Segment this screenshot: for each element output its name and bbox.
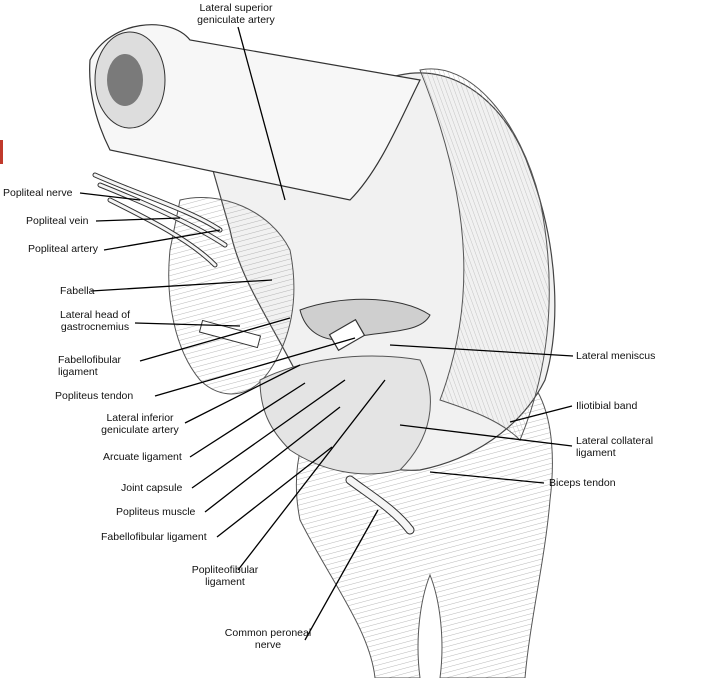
label-line-2: ligament bbox=[576, 447, 616, 459]
label-popliteal-nerve: Popliteal nerve bbox=[3, 187, 73, 199]
label-lateral-head-gastrocnemius: Lateral head of gastrocnemius bbox=[50, 309, 140, 333]
label-lateral-meniscus: Lateral meniscus bbox=[576, 350, 656, 362]
gastrocnemius-shape bbox=[168, 196, 295, 395]
label-line-2: nerve bbox=[254, 639, 282, 651]
label-line-1: Lateral superior bbox=[199, 2, 273, 14]
label-fabellofibular-ligament-top: Fabellofibular ligament bbox=[58, 354, 121, 378]
label-line-1: Common peroneal bbox=[224, 627, 312, 639]
label-biceps-tendon: Biceps tendon bbox=[549, 477, 616, 489]
label-line-1: Lateral inferior bbox=[106, 412, 174, 424]
meniscus-shape bbox=[299, 298, 431, 341]
label-lateral-inferior-geniculate-artery: Lateral inferior geniculate artery bbox=[90, 412, 190, 436]
label-arcuate-ligament: Arcuate ligament bbox=[103, 451, 182, 463]
fabella-block bbox=[198, 319, 262, 349]
marrow-cavity bbox=[107, 54, 143, 106]
label-common-peroneal-nerve: Common peroneal nerve bbox=[218, 627, 318, 651]
label-popliteal-vein: Popliteal vein bbox=[26, 215, 89, 227]
joint-capsule-shape bbox=[259, 355, 431, 475]
label-popliteus-tendon: Popliteus tendon bbox=[55, 390, 134, 402]
label-line-1: Fabellofibular bbox=[58, 354, 122, 366]
label-popliteal-artery: Popliteal artery bbox=[28, 243, 99, 255]
label-popliteus-muscle: Popliteus muscle bbox=[116, 506, 196, 518]
popliteal-vessels-inner bbox=[93, 173, 227, 267]
leader-lines bbox=[79, 26, 574, 641]
femur-shaft-shape bbox=[89, 24, 421, 201]
label-lateral-collateral-ligament: Lateral collateral ligament bbox=[576, 435, 653, 459]
label-line-2: ligament bbox=[205, 576, 245, 588]
label-lateral-superior-geniculate-artery: Lateral superior geniculate artery bbox=[186, 2, 286, 26]
label-fabellofibular-ligament-bottom: Fabellofibular ligament bbox=[101, 531, 207, 543]
label-line-2: geniculate artery bbox=[101, 424, 179, 436]
label-line-2: geniculate artery bbox=[197, 14, 275, 26]
label-fabella: Fabella bbox=[60, 285, 95, 297]
label-line-2: gastrocnemius bbox=[60, 321, 130, 333]
label-line-1: Lateral head of bbox=[59, 309, 131, 321]
label-joint-capsule: Joint capsule bbox=[121, 482, 183, 494]
label-iliotibial-band: Iliotibial band bbox=[576, 400, 638, 412]
label-line-1: Popliteofibular bbox=[191, 564, 259, 576]
label-line-2: ligament bbox=[58, 366, 98, 378]
label-popliteofibular-ligament: Popliteofibular ligament bbox=[180, 564, 270, 588]
label-line-1: Lateral collateral bbox=[576, 435, 654, 447]
edge-accent-mark bbox=[0, 140, 3, 164]
